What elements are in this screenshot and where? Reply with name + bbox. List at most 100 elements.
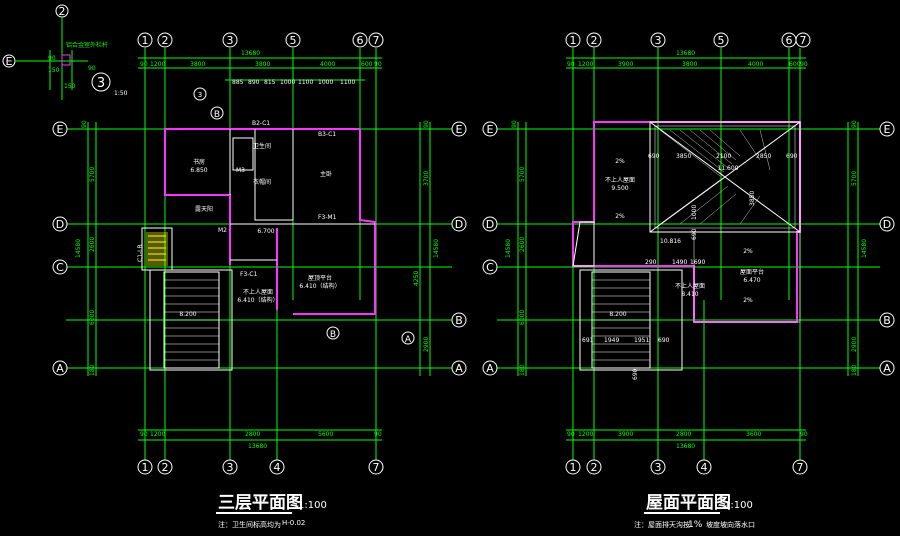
- p2-left-dim-2: 2600: [519, 237, 526, 252]
- p2-roof-dim-8: 10.816: [660, 238, 681, 245]
- p2-room-nonaccess-2-level: 8.410: [681, 291, 698, 298]
- p1-room-nonaccess-roof: 不上人屋面: [243, 288, 273, 296]
- p2-axis-bot-4: 4: [701, 461, 708, 474]
- p2-top-dim-6: 90: [800, 61, 808, 68]
- p1-room-study-level: 6.850: [190, 167, 207, 174]
- plan-roof: 13680 90 1200 3900 3800 4000 600 90 90 1…: [482, 32, 895, 530]
- p1-axis-bot-1: 1: [142, 461, 149, 474]
- p2-bot-dim-2: 3900: [618, 431, 633, 438]
- detail-number: 3: [97, 76, 105, 91]
- p1-right-dim-1: 3700: [423, 171, 430, 186]
- p2-top-dim-1: 1200: [578, 61, 593, 68]
- p2-right-dim-3: 180: [851, 364, 858, 376]
- p2-room-nonaccess-1-level: 9.500: [611, 185, 628, 192]
- p2-slope-3: 2%: [743, 297, 753, 304]
- p2-top-dim-2: 3900: [618, 61, 633, 68]
- p1-left-dim-0: 90: [81, 120, 88, 128]
- p1-sub-dim-1: 890: [248, 79, 260, 86]
- p2-roof-dim-11: 290: [645, 259, 657, 266]
- p2-right-dim-1: 5700: [851, 171, 858, 186]
- p1-axis-bot-2: 2: [162, 461, 169, 474]
- p1-label-f3c1: F3-C1: [240, 271, 258, 278]
- p2-bot-dim-4: 3600: [746, 431, 761, 438]
- detail-3: 2 E 铝合金室外栏杆 90 150 150 90 3 1:50: [2, 4, 128, 100]
- p2-right-total: 14580: [861, 239, 868, 258]
- p1-room-closet: 衣帽间: [253, 178, 271, 186]
- p1-bot-dim-1: 1200: [150, 431, 165, 438]
- p1-label-m3: M3: [236, 167, 245, 174]
- p1-left-total: 14580: [75, 239, 82, 258]
- p2-room-roof-terrace: 屋面平台: [740, 268, 764, 276]
- p2-left-total: 14580: [505, 239, 512, 258]
- p1-room-roof-terrace-level: 6.410（结构）: [299, 282, 340, 290]
- p1-label-b2c1: B2-C1: [252, 120, 270, 127]
- p1-title: 三层平面图: [218, 493, 303, 513]
- p1-top-dim-3: 3800: [255, 61, 270, 68]
- p2-room-roof-terrace-level: 6.470: [743, 277, 760, 284]
- p1-axis-top-5: 5: [290, 34, 297, 47]
- p1-note-prefix: 注：卫生间标高均为: [218, 520, 281, 529]
- p2-axis-top-6: 6: [786, 34, 793, 47]
- p1-axis-top-2: 2: [162, 34, 169, 47]
- detail-dim-2: 150: [48, 67, 60, 74]
- p1-top-dim-1: 1200: [150, 61, 165, 68]
- detail-label: 铝合金室外栏杆: [66, 41, 108, 49]
- p1-bot-dim-4: 90: [374, 431, 382, 438]
- p1-scale: 1:100: [298, 500, 327, 511]
- p2-right-dim-2: 2900: [851, 337, 858, 352]
- p1-axis-right-B: B: [455, 314, 463, 327]
- p2-roof-dim-4: 690: [786, 153, 798, 160]
- p2-axis-left-C: C: [486, 261, 494, 274]
- p1-room-master: 主卧: [320, 170, 332, 178]
- p1-axis-right-A: A: [455, 362, 463, 375]
- p2-roof-dim-13: 1949: [604, 337, 619, 344]
- p1-room-nonaccess-roof-level: 6.410（结构）: [237, 296, 278, 304]
- p1-axis-right-D: D: [455, 218, 463, 231]
- p2-top-dim-4: 4000: [748, 61, 763, 68]
- p1-sub-dim-2: 815: [264, 79, 276, 86]
- p1-level-6700: 6.700: [257, 228, 274, 235]
- p1-right-dim-2: 4250: [413, 271, 420, 286]
- p2-bot-dim-5: 90: [800, 431, 808, 438]
- p2-roof-dim-10: 1690: [690, 259, 705, 266]
- p2-slope-2: 2%: [743, 248, 753, 255]
- p2-level-11600: 11.600: [718, 165, 739, 172]
- p2-axis-top-3: 3: [655, 34, 662, 47]
- detail-axis-2-label: 2: [59, 5, 66, 18]
- p1-top-dim-6: 90: [374, 61, 382, 68]
- p2-note-prefix: 注：屋面排天沟按: [634, 520, 690, 529]
- p1-label-m2: M2: [218, 227, 227, 234]
- p2-top-dim-0: 90: [567, 61, 575, 68]
- p1-left-dim-3: 6000: [89, 310, 96, 325]
- p2-roof-dim-9: 1490: [672, 259, 687, 266]
- p1-bot-total: 13680: [248, 443, 267, 450]
- p1-axis-top-3: 3: [227, 34, 234, 47]
- p2-left-dim-0: 90: [511, 120, 518, 128]
- p1-callout-b-top: B: [214, 110, 220, 120]
- p1-axis-right-E: E: [456, 123, 463, 136]
- p1-walls: [141, 128, 376, 315]
- p2-bot-total: 13680: [676, 443, 695, 450]
- p2-axis-bot-7: 7: [797, 461, 804, 474]
- p1-right-dim-3: 2900: [423, 337, 430, 352]
- p1-room-bath: 卫生间: [253, 142, 271, 150]
- p2-room-nonaccess-1: 不上人屋面: [605, 176, 635, 184]
- p2-roof-dim-2: 2100: [716, 153, 731, 160]
- p1-callout-a: A: [405, 335, 412, 345]
- p2-bot-dim-0: 90: [567, 431, 575, 438]
- p1-axis-left-A: A: [56, 362, 64, 375]
- p2-bot-dim-1: 1200: [578, 431, 593, 438]
- p2-axis-bot-2: 2: [591, 461, 598, 474]
- p1-room-study: 书房: [193, 158, 205, 166]
- p1-note-value: H-0.02: [282, 519, 305, 527]
- p1-axis-left-E: E: [57, 123, 64, 136]
- p1-bot-dim-2: 2800: [245, 431, 260, 438]
- p2-axis-top-5: 5: [718, 34, 725, 47]
- p1-left-dim-1: 5700: [89, 167, 96, 182]
- p2-axis-top-2: 2: [591, 34, 598, 47]
- p2-axis-bot-1: 1: [570, 461, 577, 474]
- p2-title: 屋面平面图: [646, 493, 731, 513]
- p2-roof-dim-15: 690: [658, 337, 670, 344]
- p1-bot-dim-0: 90: [140, 431, 148, 438]
